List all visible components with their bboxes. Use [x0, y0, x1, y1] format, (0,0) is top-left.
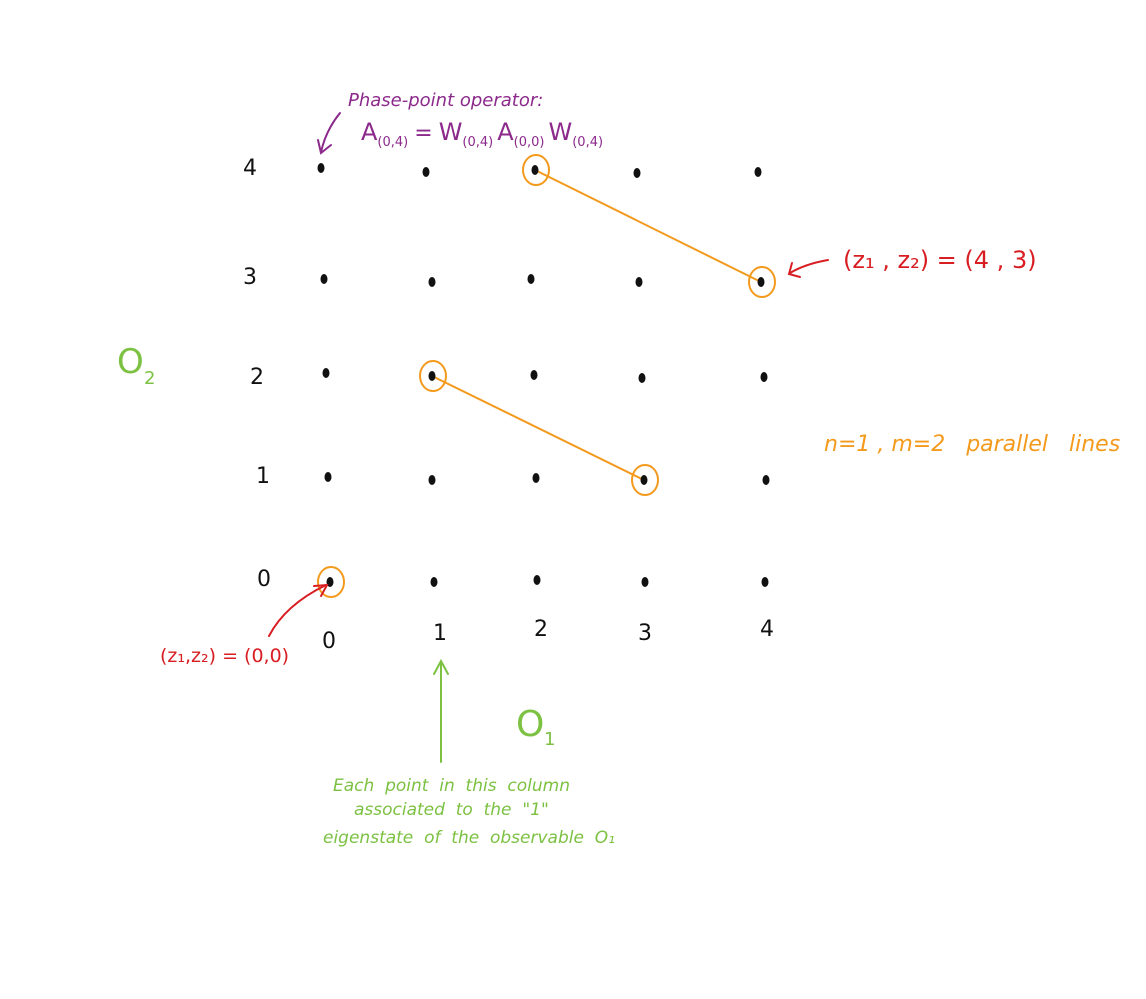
grid-point-1-2	[428, 371, 436, 381]
x-axis-observable-sub: 1	[544, 729, 555, 750]
grid-point-0-3	[320, 274, 328, 284]
x-axis-observable-main: O	[516, 704, 544, 745]
x-tick-2: 2	[534, 617, 548, 642]
grid-point-4-0	[761, 577, 769, 587]
y-tick-4: 4	[243, 156, 257, 181]
y-axis-observable-label: O 2	[117, 342, 155, 389]
grid-point-3-4	[633, 168, 641, 178]
grid-point-1-0	[430, 577, 438, 587]
column-note-line-2: associated to the "1"	[354, 800, 549, 820]
phase-point-annotation: Phase-point operator: A(0,4)=W(0,4)A(0,0…	[348, 90, 603, 150]
highlight-circle-4-3	[748, 266, 776, 298]
highlight-circle-0-0	[317, 566, 345, 598]
y-tick-0: 0	[257, 567, 271, 592]
grid-point-4-1	[762, 475, 770, 485]
x-axis-observable-label: O 1	[516, 704, 555, 750]
grid-point-2-0	[533, 575, 541, 585]
point-label-origin-arrow	[268, 583, 329, 637]
point-label-origin-group: (z₁,z₂) = (0,0)	[160, 645, 289, 667]
x-tick-1: 1	[433, 621, 447, 646]
grid-point-1-4	[422, 167, 430, 177]
x-tick-0: 0	[322, 629, 336, 654]
y-axis-observable-sub: 2	[144, 368, 155, 389]
grid-point-4-2	[760, 372, 768, 382]
column-note-line-3: eigenstate of the observable O₁	[323, 828, 615, 848]
grid-point-0-1	[324, 472, 332, 482]
column-note-arrow	[433, 658, 449, 763]
x-tick-labels: 0 1 2 3 4	[322, 617, 774, 654]
grid-point-2-3	[527, 274, 535, 284]
point-label-origin: (z₁,z₂) = (0,0)	[160, 645, 289, 667]
grid-point-4-4	[754, 167, 762, 177]
parallel-line-1	[534, 169, 762, 283]
point-label-top: (z₁ , z₂) = (4 , 3)	[843, 246, 1037, 274]
parallel-lines-layer	[431, 169, 762, 481]
grid-point-4-3	[757, 277, 765, 287]
y-tick-3: 3	[243, 265, 257, 290]
point-label-top-group: (z₁ , z₂) = (4 , 3)	[843, 246, 1037, 274]
grid-point-1-3	[428, 277, 436, 287]
phase-point-title: Phase-point operator:	[348, 90, 543, 111]
phase-point-arrow	[317, 112, 341, 155]
grid-point-2-1	[532, 473, 540, 483]
highlight-circle-3-1	[631, 464, 659, 496]
highlight-circles-layer	[317, 154, 776, 598]
highlight-circle-1-2	[419, 360, 447, 392]
grid-dots-layer	[317, 163, 770, 587]
x-tick-4: 4	[760, 617, 774, 642]
grid-point-3-2	[638, 373, 646, 383]
grid-point-3-3	[635, 277, 643, 287]
parallel-line-0	[431, 375, 645, 481]
x-tick-3: 3	[638, 621, 652, 646]
grid-point-3-1	[640, 475, 648, 485]
grid-point-2-4	[531, 165, 539, 175]
column-note-line-1: Each point in this column	[333, 776, 570, 796]
highlight-circle-2-4	[522, 154, 550, 186]
grid-point-0-4	[317, 163, 325, 173]
grid-point-0-2	[322, 368, 330, 378]
grid-point-2-2	[530, 370, 538, 380]
column-note: Each point in this column associated to …	[323, 776, 615, 848]
y-tick-1: 1	[256, 464, 270, 489]
parallel-lines-label: n=1 , m=2 parallel lines	[824, 432, 1120, 457]
grid-point-3-0	[641, 577, 649, 587]
y-axis-observable-main: O	[117, 342, 144, 382]
grid-point-1-1	[428, 475, 436, 485]
y-tick-2: 2	[250, 365, 264, 390]
point-label-top-arrow	[787, 259, 829, 278]
parallel-lines-label-group: n=1 , m=2 parallel lines	[824, 432, 1120, 457]
y-tick-labels: 4 3 2 1 0	[243, 156, 271, 592]
phase-point-formula: A(0,4)=W(0,4)A(0,0)W(0,4)	[361, 118, 603, 150]
